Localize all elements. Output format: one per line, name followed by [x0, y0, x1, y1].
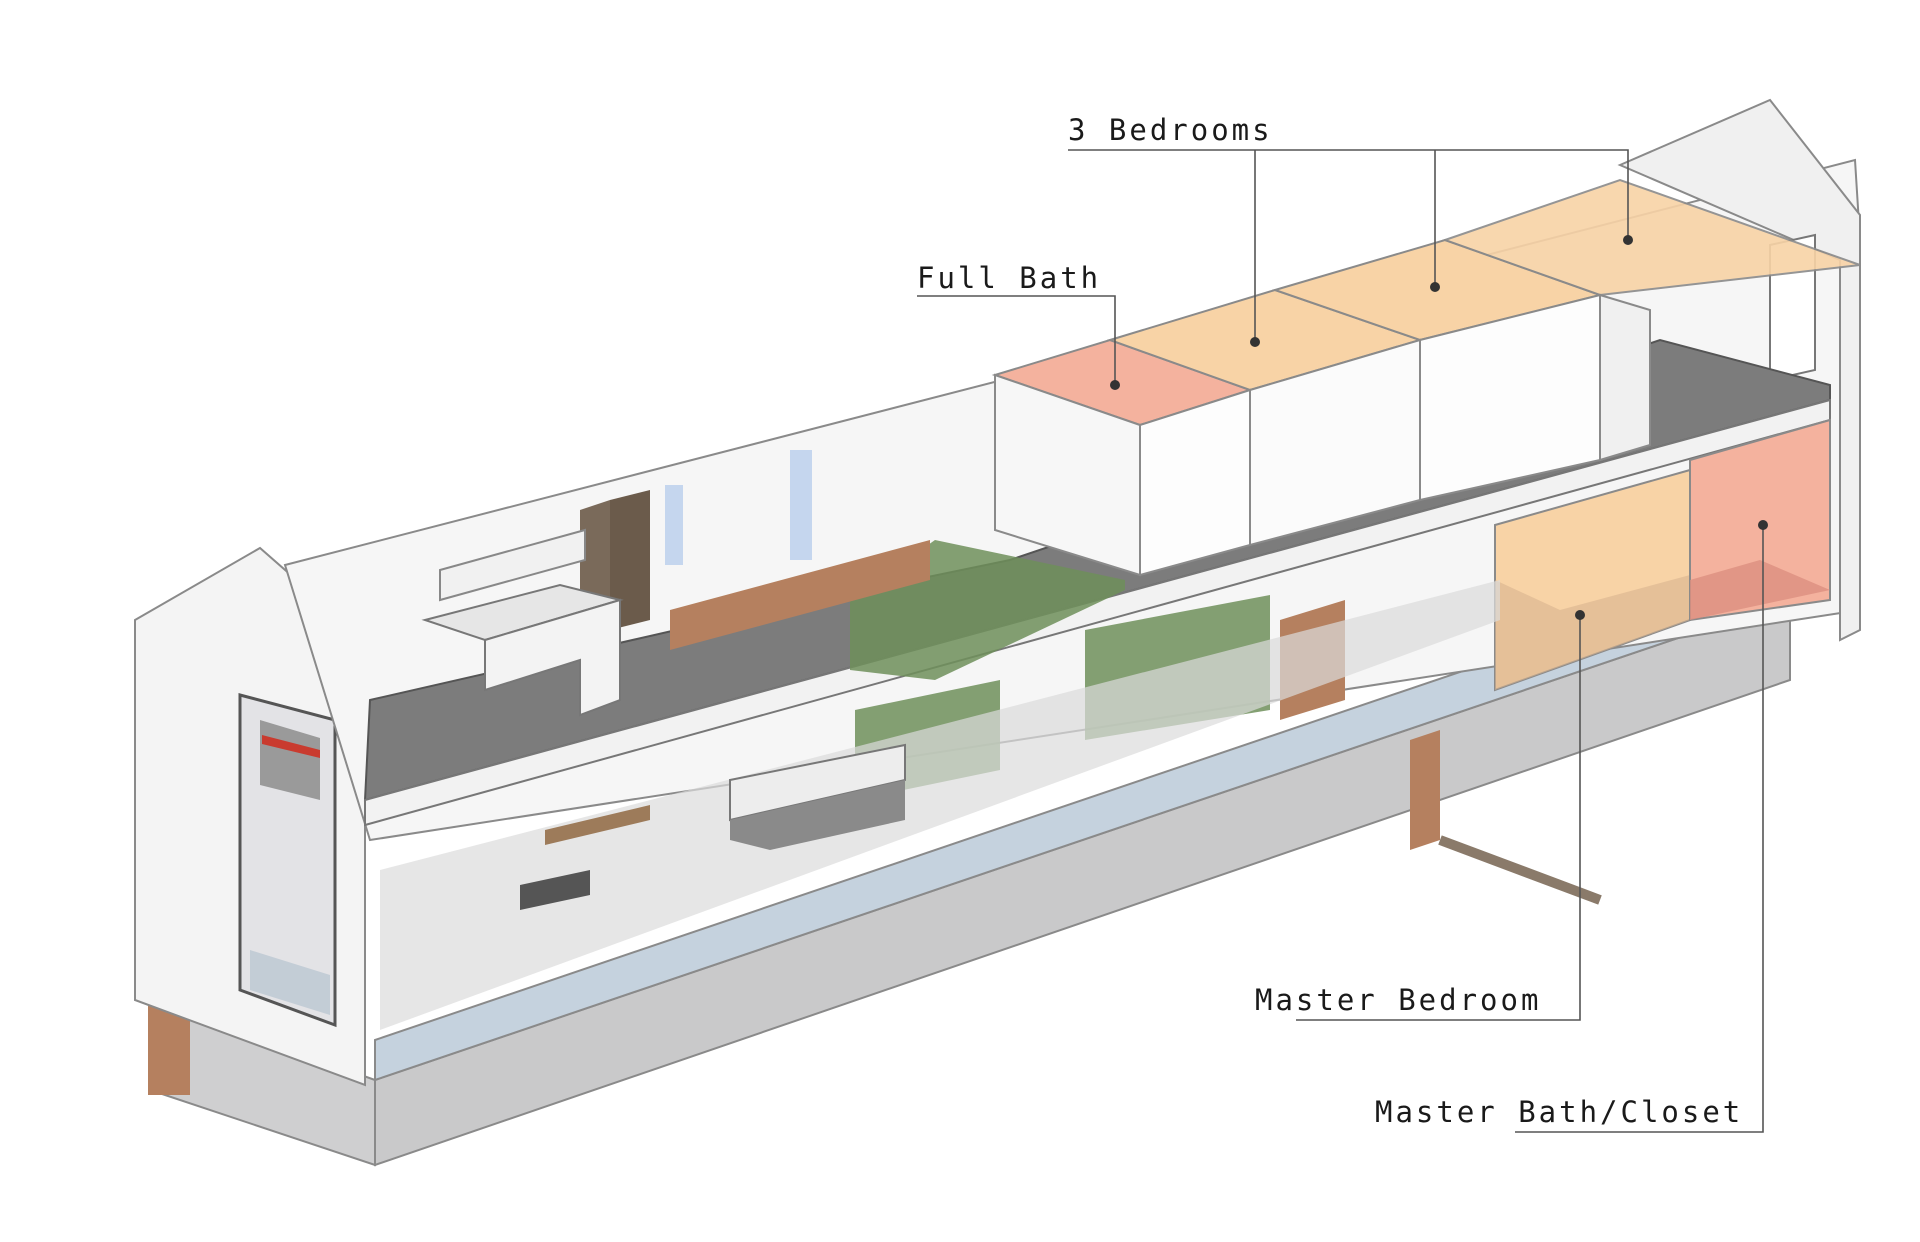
- label-full-bath: Full Bath: [917, 261, 1102, 295]
- foundation: [148, 558, 1791, 1167]
- label-master-bedroom: Master Bedroom: [1255, 983, 1542, 1017]
- upper-kitchen: [421, 450, 812, 717]
- callout-leaders: [917, 149, 1768, 1133]
- label-master-bath-closet: Master Bath/Closet: [1375, 1095, 1744, 1129]
- left-gable-wall: [134, 546, 366, 1087]
- master-suite: [1494, 418, 1831, 692]
- label-3-bedrooms: 3 Bedrooms: [1068, 113, 1273, 147]
- upper-rooms: [991, 178, 1861, 577]
- lower-living: [380, 580, 1500, 1030]
